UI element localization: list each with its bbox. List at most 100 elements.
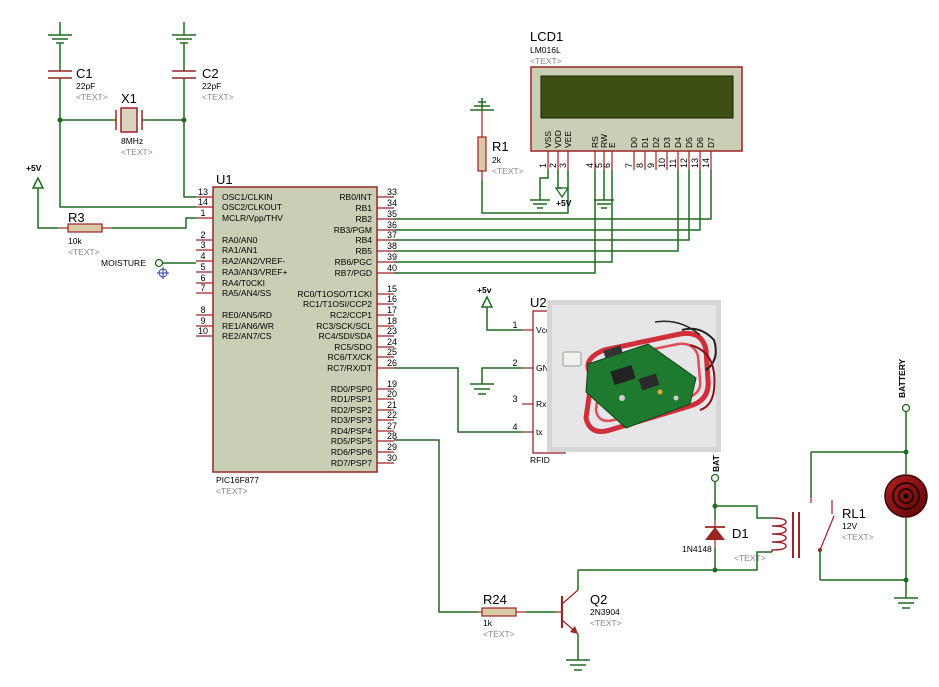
c1-ref: C1 (76, 66, 93, 81)
u1-pin-name: RA2/AN2/VREF- (222, 256, 285, 266)
motor-icon (884, 474, 928, 518)
lcd-screen (540, 75, 734, 119)
x1-value: 8MHz (121, 136, 143, 146)
r24-ref: R24 (483, 592, 507, 607)
u1-pin-number: 35 (387, 209, 397, 219)
u1-pin-name: RA1/AN1 (222, 245, 258, 255)
u1-pin-number: 2 (200, 230, 205, 240)
u1-pin-number: 37 (387, 230, 397, 240)
transistor-q2 (556, 570, 579, 660)
battery-label: BATTERY (897, 358, 907, 398)
u1-pin-name: RC2/CCP1 (330, 310, 372, 320)
u1-pin-name: RB1 (355, 203, 372, 213)
u1-pin-number: 18 (387, 316, 397, 326)
lcd-pin-number: 11 (668, 159, 678, 168)
u1-pin-name: RC4/SDI/SDA (319, 331, 373, 341)
ground-symbol-c2 (172, 22, 196, 44)
ground-symbol-lcd-rw (594, 199, 614, 209)
relay-switch (810, 452, 906, 581)
u1-pin-number: 8 (200, 305, 205, 315)
lcd-pin-number: 13 (690, 158, 700, 168)
lcd-power-wiring: +5V (530, 170, 614, 209)
r3-ref: R3 (68, 210, 85, 225)
u1-part: PIC16F877 (216, 475, 259, 485)
u1-pin-number: 13 (198, 187, 208, 197)
u1-pin-number: 10 (198, 326, 208, 336)
u1-pin-name: RB0/INT (339, 192, 372, 202)
u1-pin-name: RB6/PGC (335, 257, 372, 267)
power-arrow-icon-lcd (554, 187, 570, 199)
lcd-pin-name: E (607, 142, 617, 148)
relay-coil (771, 512, 800, 558)
u1-pin-number: 30 (387, 453, 397, 463)
lcd-pin-name: VEE (563, 131, 573, 148)
u1-pin-name: RC1/T1OSI/CCP2 (303, 299, 372, 309)
moisture-label: MOISTURE (101, 258, 146, 268)
q2-ref: Q2 (590, 592, 607, 607)
u1-pin-name: RD7/PSP7 (331, 458, 372, 468)
u2-pin-number: 1 (512, 320, 517, 330)
relay-circuit: BAT D1 1N4148 <TEXT> (682, 358, 928, 609)
u2-pin-number: 2 (512, 358, 517, 368)
lcd-pin-name: D5 (684, 137, 694, 148)
lcd-pin-name: VDD (553, 130, 563, 148)
u1-pin-name: RD1/PSP1 (331, 394, 372, 404)
u1-pin-number: 22 (387, 410, 397, 420)
u1-pin-number: 28 (387, 431, 397, 441)
lcd-pin-number: 4 (585, 163, 595, 168)
ground-symbol-c1 (48, 22, 72, 44)
u1-pin-number: 15 (387, 284, 397, 294)
u1-pin-name: RE1/AN6/WR (222, 321, 274, 331)
u1-pin-number: 26 (387, 358, 397, 368)
u1-pin-number: 3 (200, 240, 205, 250)
lcd-pin-number: 9 (646, 163, 656, 168)
lcd-pin-name: D2 (651, 137, 661, 148)
q2-part: 2N3904 (590, 607, 620, 617)
u1-pin-number: 34 (387, 198, 397, 208)
lcd-data-bus (394, 170, 712, 274)
u1-pin-name: RC0/T1OSO/T1CKI (297, 289, 372, 299)
d1-part: 1N4148 (682, 544, 712, 554)
u1-pin-number: 7 (200, 283, 205, 293)
u1-pin-number: 4 (200, 251, 205, 261)
d1-ref: D1 (732, 526, 749, 541)
r3-value: 10k (68, 236, 82, 246)
u1-pin-number: 5 (200, 262, 205, 272)
lcd-pin-number: 1 (538, 163, 548, 168)
u1-pin-number: 39 (387, 252, 397, 262)
lcd-pin-name: RW (599, 134, 609, 148)
u1-pin-number: 1 (200, 208, 205, 218)
u1-pin-name: RC5/SDO (334, 342, 372, 352)
ground-symbol-rfid (470, 383, 494, 395)
u1-pin-name: OSC2/CLKOUT (222, 202, 282, 212)
u1-text: <TEXT> (216, 486, 248, 496)
lcd-pin-name: D3 (662, 137, 672, 148)
lcd-pin-number: 7 (624, 163, 634, 168)
r3-text: <TEXT> (68, 247, 100, 257)
d1-text: <TEXT> (734, 553, 766, 563)
x1-text: <TEXT> (121, 147, 153, 157)
x1-ref: X1 (121, 91, 137, 106)
u1-pin-number: 40 (387, 263, 397, 273)
lcd-pin-name: D0 (629, 137, 639, 148)
u1-pin-name: RA4/T0CKI (222, 278, 265, 288)
u1-pin-name: RB2 (355, 214, 372, 224)
lcd1-text: <TEXT> (530, 56, 562, 66)
u1-pin-number: 9 (200, 316, 205, 326)
rl1-value: 12V (842, 521, 857, 531)
lcd1-ref: LCD1 (530, 29, 563, 44)
capacitor-c2 (172, 43, 196, 120)
u1-pin-name: RE0/AN5/RD (222, 310, 272, 320)
capacitor-c1 (48, 43, 72, 120)
u1-pin-number: 24 (387, 337, 397, 347)
lcd-pin-number: 12 (679, 158, 689, 168)
lcd-display: LCD1 LM016L <TEXT> VSS1VDD2VEE3RS4RW5E6D… (530, 29, 743, 170)
u1-pin-name: RA5/AN4/SS (222, 288, 271, 298)
u1-pin-number: 6 (200, 273, 205, 283)
u2-part: RFID (530, 455, 550, 465)
u1-pin-name: RD2/PSP2 (331, 405, 372, 415)
u1-pin-number: 38 (387, 241, 397, 251)
